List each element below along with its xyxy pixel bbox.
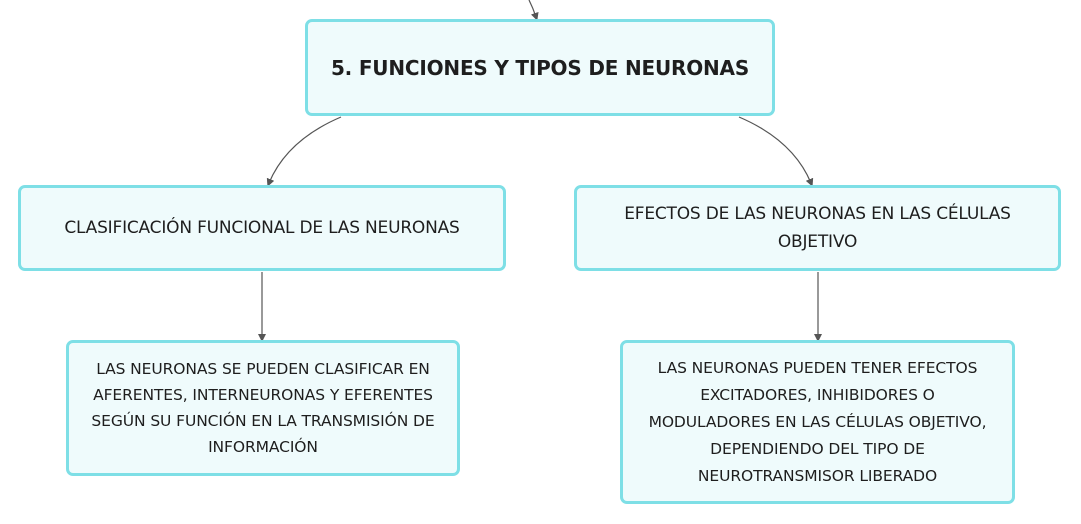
leaf-node-target-cell-effects-detail[interactable]: LAS NEURONAS PUEDEN TENER EFECTOS EXCITA… [620,340,1015,504]
connector-root-to-right-branch [738,116,814,187]
leaf-node-functional-classification-detail[interactable]: LAS NEURONAS SE PUEDEN CLASIFICAR EN AFE… [66,340,460,476]
connector-root-to-left-branch [266,116,342,187]
incoming-connector [528,0,539,21]
leaf-text-functional-classification-detail: LAS NEURONAS SE PUEDEN CLASIFICAR EN AFE… [91,360,435,456]
root-topic-label: 5. FUNCIONES Y TIPOS DE NEURONAS [330,55,750,80]
branch-label-target-cell-effects: EFECTOS DE LAS NEURONAS EN LAS CÉLULAS O… [624,204,1011,252]
leaf-text-target-cell-effects-detail: LAS NEURONAS PUEDEN TENER EFECTOS EXCITA… [648,358,987,485]
branch-node-functional-classification[interactable]: CLASIFICACIÓN FUNCIONAL DE LAS NEURONAS [18,185,506,271]
branch-node-target-cell-effects[interactable]: EFECTOS DE LAS NEURONAS EN LAS CÉLULAS O… [574,185,1061,271]
root-topic-node[interactable]: 5. FUNCIONES Y TIPOS DE NEURONAS [305,19,775,116]
branch-label-functional-classification: CLASIFICACIÓN FUNCIONAL DE LAS NEURONAS [64,218,460,238]
